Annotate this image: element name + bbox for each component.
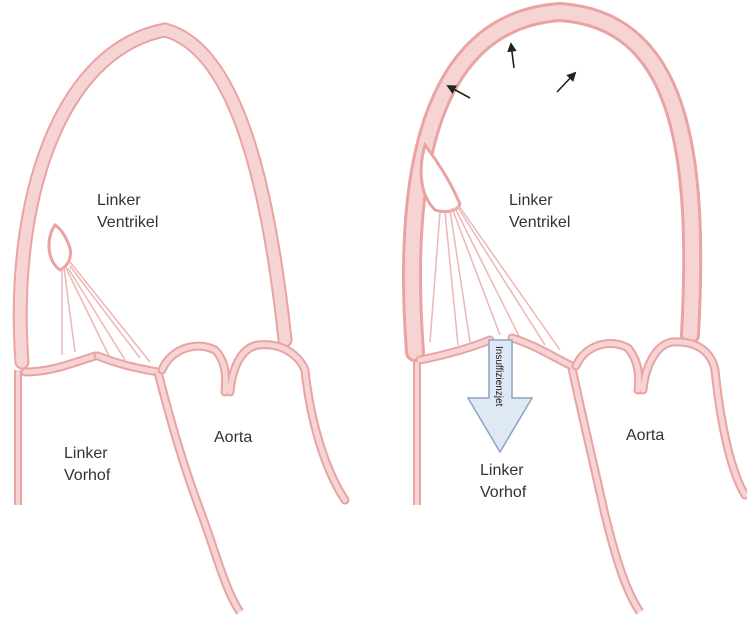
left-panel: Linker Ventrikel Linker Vorhof Aorta <box>18 30 345 612</box>
right-papillary-muscle <box>421 145 460 212</box>
right-panel: Insuffizienzjet Linker Ventrikel Linker … <box>412 12 745 612</box>
jet-label: Insuffizienzjet <box>493 346 504 407</box>
left-mitral-valve <box>25 356 158 372</box>
right-aorta-label: Aorta <box>626 427 664 444</box>
left-ventricle-wall <box>20 30 285 362</box>
dilation-arrow-up <box>511 44 514 68</box>
regurgitation-jet-arrow: Insuffizienzjet <box>468 340 532 452</box>
left-atrium-wall <box>18 370 240 612</box>
left-chordae <box>62 262 150 362</box>
right-aorta <box>576 342 745 495</box>
dilation-arrow-right <box>557 73 575 92</box>
left-aorta-label: Aorta <box>214 429 252 446</box>
right-atrium-label: Linker Vorhof <box>480 462 528 501</box>
left-ventricle-label: Linker Ventrikel <box>97 192 158 231</box>
left-atrium-label: Linker Vorhof <box>64 445 112 484</box>
right-ventricle-label: Linker Ventrikel <box>509 192 570 231</box>
left-papillary-muscle <box>49 225 71 270</box>
